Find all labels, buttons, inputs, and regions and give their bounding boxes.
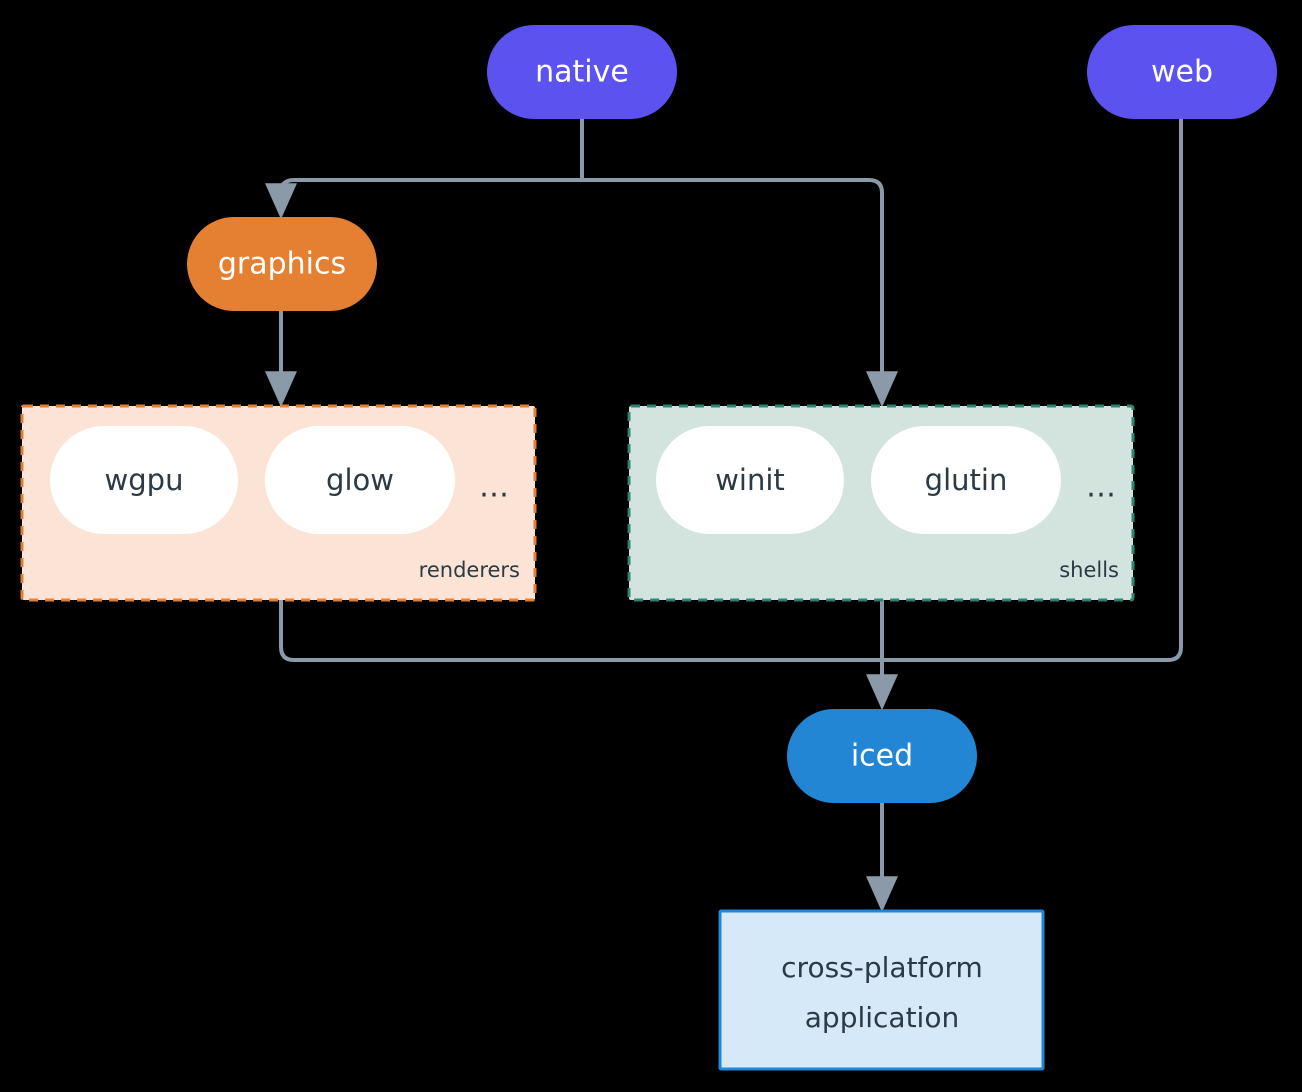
node-application-label-line2: application <box>805 1001 959 1034</box>
node-native-shape[interactable] <box>487 25 677 119</box>
edge-native-to-graphics <box>265 178 584 220</box>
node-iced-label: iced <box>851 739 913 774</box>
node-native-label: native <box>535 55 629 90</box>
node-web[interactable]: web <box>1087 25 1277 119</box>
group-shells-caption: shells <box>1059 558 1119 582</box>
pill-winit[interactable] <box>656 426 844 534</box>
group-shells: winit glutin … shells <box>627 404 1135 602</box>
node-web-label: web <box>1151 55 1213 90</box>
pill-glutin[interactable] <box>871 426 1061 534</box>
node-application-label-line1: cross-platform <box>781 951 983 984</box>
edge-native-to-shells <box>580 178 898 408</box>
pill-winit-label: winit <box>715 463 785 497</box>
node-graphics[interactable]: graphics <box>187 217 377 311</box>
pill-wgpu[interactable] <box>50 426 238 534</box>
node-native[interactable]: native <box>487 25 677 119</box>
node-application-shape[interactable] <box>718 909 1045 1071</box>
group-renderers: wgpu glow … renderers <box>20 404 537 602</box>
group-renderers-caption: renderers <box>419 558 520 582</box>
renderers-ellipsis: … <box>479 470 509 505</box>
node-iced[interactable]: iced <box>787 709 977 803</box>
shells-ellipsis: … <box>1086 470 1116 505</box>
node-graphics-shape[interactable] <box>187 217 377 311</box>
node-graphics-label: graphics <box>218 247 346 282</box>
node-iced-shape[interactable] <box>787 709 977 803</box>
pill-glutin-label: glutin <box>925 463 1008 497</box>
edges-layer <box>265 117 1183 913</box>
pill-wgpu-label: wgpu <box>105 463 184 497</box>
node-web-shape[interactable] <box>1087 25 1277 119</box>
node-application[interactable]: cross-platform application <box>718 909 1045 1071</box>
pill-glow-label: glow <box>326 463 394 497</box>
edge-renderers-to-iced <box>279 598 884 662</box>
edge-web-to-iced <box>880 117 1183 662</box>
pill-glow[interactable] <box>265 426 455 534</box>
